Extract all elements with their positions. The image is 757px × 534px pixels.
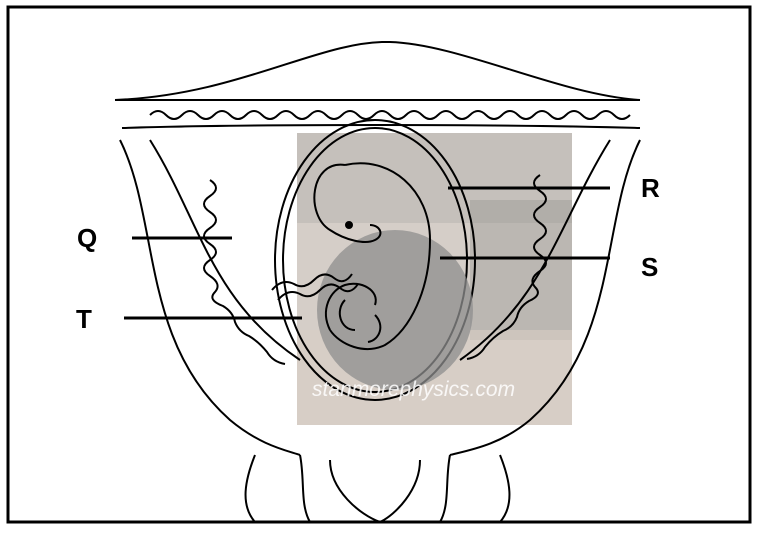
label-t: T <box>76 304 92 334</box>
label-q: Q <box>77 223 97 253</box>
label-s: S <box>641 252 658 282</box>
label-r: R <box>641 173 660 203</box>
watermark-text: stanmorephysics.com <box>312 378 515 401</box>
